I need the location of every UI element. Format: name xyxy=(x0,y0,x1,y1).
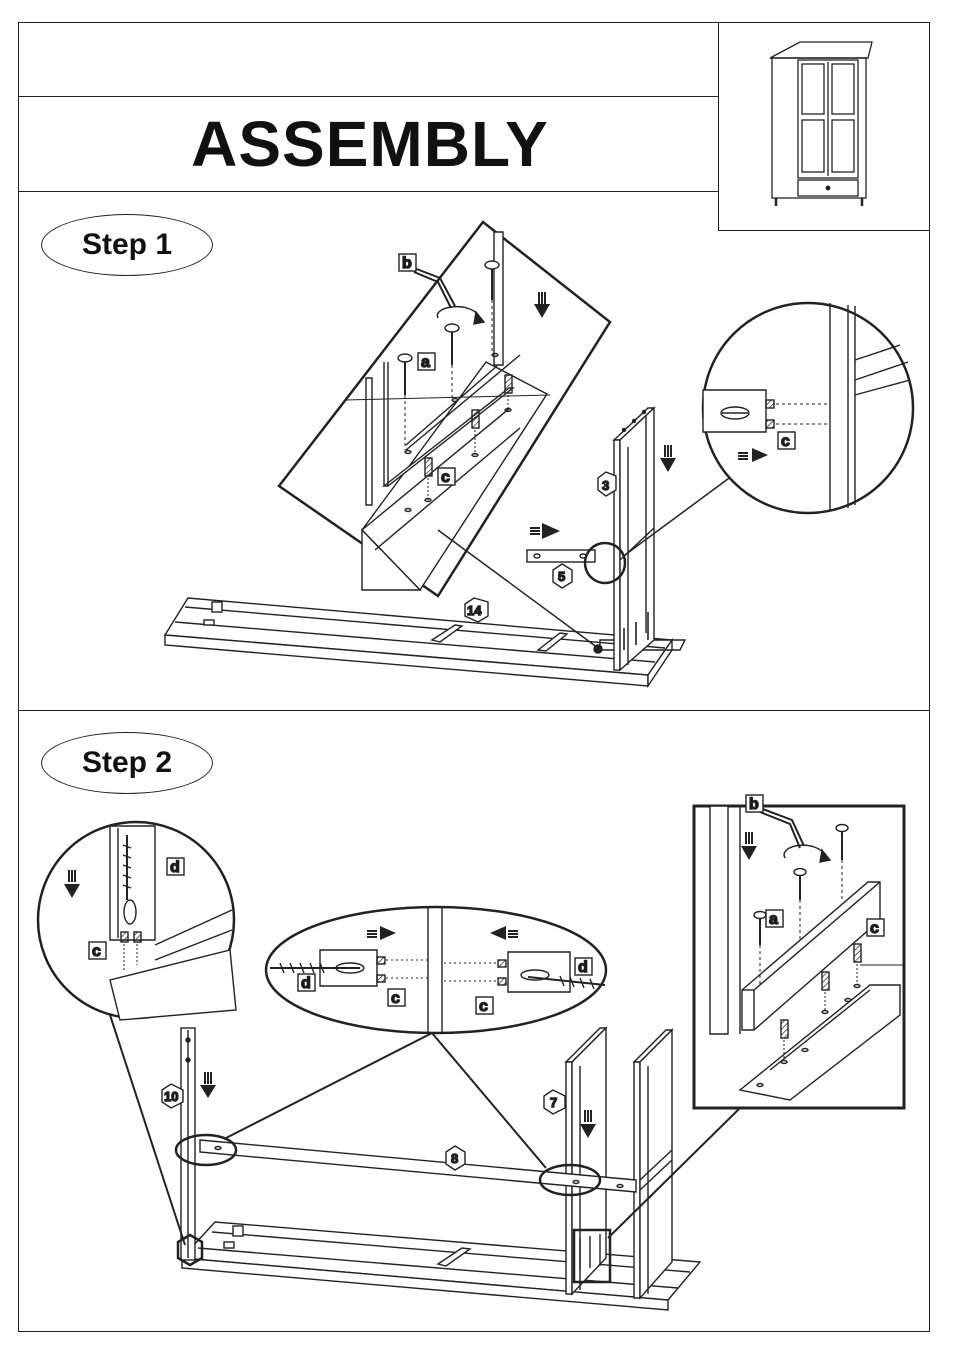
middle-zoom-label-d-left: d xyxy=(301,975,311,992)
label-c: c xyxy=(441,469,450,486)
middle-zoom-label-c-left: c xyxy=(391,990,400,1007)
middle-zoom-label-c-right: c xyxy=(479,998,488,1015)
part-number-5: 5 xyxy=(553,564,572,588)
part-number-14: 14 xyxy=(465,598,488,622)
step-2-right-zoom-detail: b a c xyxy=(694,795,905,1108)
left-zoom-label-d: d xyxy=(170,859,180,876)
part-number-8: 8 xyxy=(446,1146,465,1170)
svg-text:8: 8 xyxy=(451,1151,458,1166)
svg-text:10: 10 xyxy=(164,1089,178,1104)
right-zoom-label-a: a xyxy=(769,911,778,928)
step-1-zoom-detail: c xyxy=(703,303,913,513)
svg-text:7: 7 xyxy=(550,1095,557,1110)
label-a: a xyxy=(421,354,430,371)
left-zoom-label-c: c xyxy=(92,943,101,960)
direction-arrow-icon xyxy=(200,1072,596,1138)
part-number-3: 3 xyxy=(598,472,616,496)
right-zoom-label-b: b xyxy=(749,796,759,813)
svg-text:3: 3 xyxy=(602,478,609,493)
label-b: b xyxy=(402,255,412,272)
step-1-detail-inset: b a c xyxy=(279,222,610,596)
part-number-10: 10 xyxy=(162,1084,183,1108)
zoom-label-c: c xyxy=(781,433,790,450)
wardrobe-thumbnail-icon xyxy=(770,42,872,206)
svg-text:5: 5 xyxy=(558,569,565,584)
part-14-base-frame xyxy=(165,598,685,686)
step-2-drawing: 10 8 7 xyxy=(38,795,905,1310)
base-frame xyxy=(182,1222,700,1310)
part-number-7: 7 xyxy=(544,1090,565,1114)
svg-text:14: 14 xyxy=(467,603,482,618)
step-1-drawing: b a c xyxy=(165,222,913,686)
step-2-middle-zoom-detail: d d c c xyxy=(266,907,606,1033)
step-2-left-zoom-detail: d c xyxy=(38,822,236,1020)
right-zoom-label-c: c xyxy=(870,920,879,937)
middle-zoom-label-d-right: d xyxy=(578,959,588,976)
part-10-side-panel xyxy=(181,1028,195,1260)
